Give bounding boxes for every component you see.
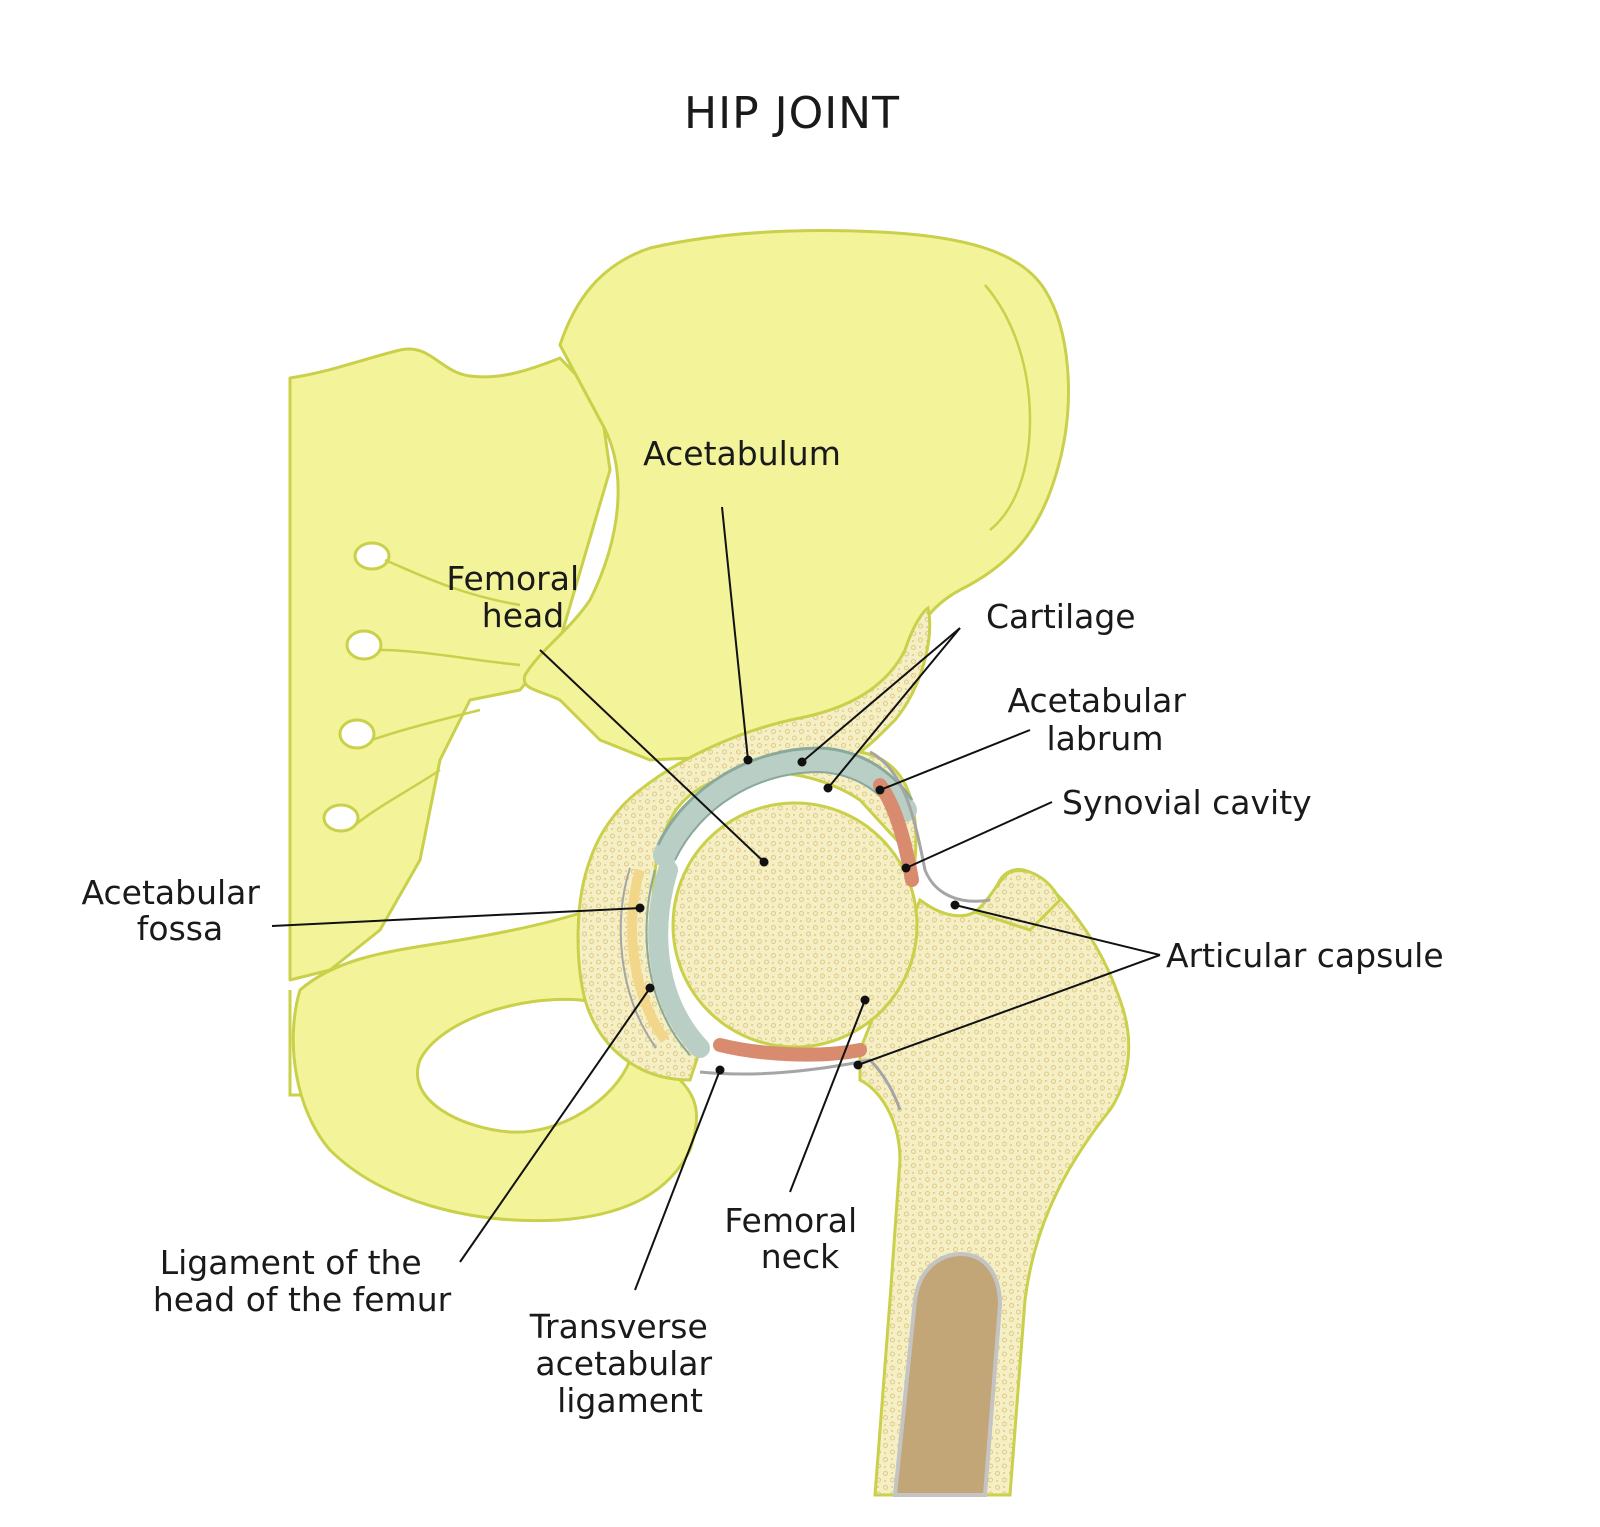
- diagram-title: HIP JOINT: [684, 88, 900, 139]
- leader-cartilage-1: [801, 627, 961, 763]
- leader-cartilage-2: [827, 627, 961, 789]
- label-acetabular-labrum: Acetabular labrum: [1008, 681, 1197, 758]
- leader-transverse: [634, 1069, 721, 1291]
- leader-ligament-head: [459, 987, 651, 1263]
- medullary-cavity: [892, 1252, 1003, 1497]
- articular-capsule: [869, 750, 991, 903]
- leader-synovial: [905, 801, 1053, 869]
- sacral-foramen: [345, 629, 383, 661]
- leader-labrum: [879, 729, 1031, 791]
- leader-femoral-head: [539, 649, 765, 863]
- leader-lines: [271, 506, 1161, 1291]
- label-cartilage: Cartilage: [986, 597, 1136, 636]
- femoral-head: [671, 801, 919, 1049]
- leader-acetabulum: [721, 506, 749, 761]
- ilium: [522, 229, 1070, 762]
- leader-fossa: [271, 907, 641, 927]
- label-acetabulum: Acetabulum: [643, 434, 841, 473]
- leader-capsule-2: [857, 954, 1161, 1066]
- label-acetabular-fossa: Acetabular fossa: [82, 873, 271, 948]
- label-synovial-cavity: Synovial cavity: [1062, 783, 1312, 822]
- femur: [671, 801, 1131, 1497]
- label-ligament-head-femur: Ligament of the head of the femur: [153, 1243, 452, 1319]
- leader-neck: [789, 999, 866, 1193]
- sacral-foramen: [322, 803, 360, 833]
- pelvis: [288, 229, 1070, 1223]
- acetabular-fossa: [627, 868, 670, 1043]
- leader-capsule-1: [954, 904, 1161, 956]
- sacral-foramen: [338, 718, 376, 750]
- label-transverse-ligament: Transverse acetabular ligament: [529, 1307, 723, 1420]
- label-articular-capsule: Articular capsule: [1166, 936, 1444, 975]
- sacral-foramen: [353, 541, 391, 571]
- label-femoral-neck: Femoral neck: [724, 1201, 867, 1276]
- label-femoral-head: Femoral head: [446, 559, 589, 635]
